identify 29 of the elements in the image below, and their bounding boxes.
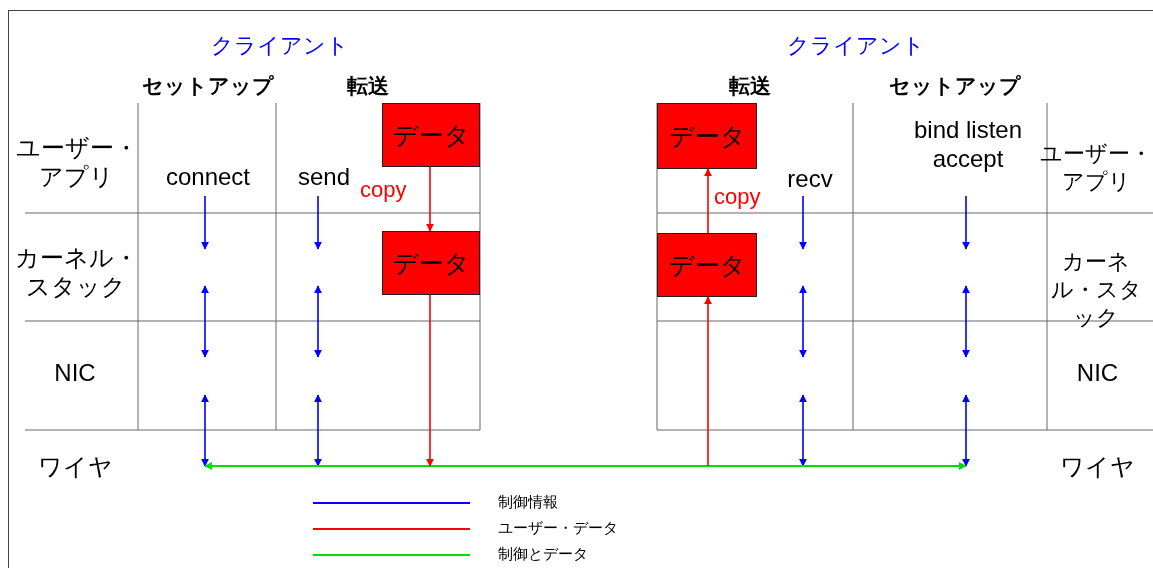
data-box: データ xyxy=(657,233,757,297)
column-heading: 転送 xyxy=(728,73,772,99)
data-box: データ xyxy=(657,103,757,169)
row-label: ワイヤ xyxy=(36,452,114,481)
row-label: NIC xyxy=(1075,358,1120,387)
client-heading: クライアント xyxy=(210,32,350,60)
legend-text: ユーザー・データ xyxy=(498,519,618,537)
column-heading: セットアップ xyxy=(141,73,275,99)
row-label: ユーザー・アプリ xyxy=(14,133,139,191)
column-heading: セットアップ xyxy=(888,73,1022,99)
row-label: ワイヤ xyxy=(1059,452,1136,481)
client-heading: クライアント xyxy=(786,32,926,60)
row-label: カーネル・スタック xyxy=(1049,248,1143,332)
function-label: connect xyxy=(164,162,252,191)
arrow xyxy=(704,168,712,234)
arrow xyxy=(704,296,712,467)
legend-text: 制御とデータ xyxy=(498,545,588,563)
data-box: データ xyxy=(382,103,480,167)
function-label: bind listen accept xyxy=(912,115,1024,173)
data-box: データ xyxy=(382,231,480,295)
row-label: NIC xyxy=(53,358,97,387)
row-label: ユーザー・アプリ xyxy=(1040,140,1152,196)
legend-text: 制御情報 xyxy=(498,493,558,511)
row-label: カーネル・スタック xyxy=(13,243,139,301)
arrow xyxy=(426,294,434,467)
function-label: send xyxy=(296,162,351,191)
arrow xyxy=(426,166,434,232)
function-label: recv xyxy=(786,164,834,193)
column-heading: 転送 xyxy=(346,73,390,99)
